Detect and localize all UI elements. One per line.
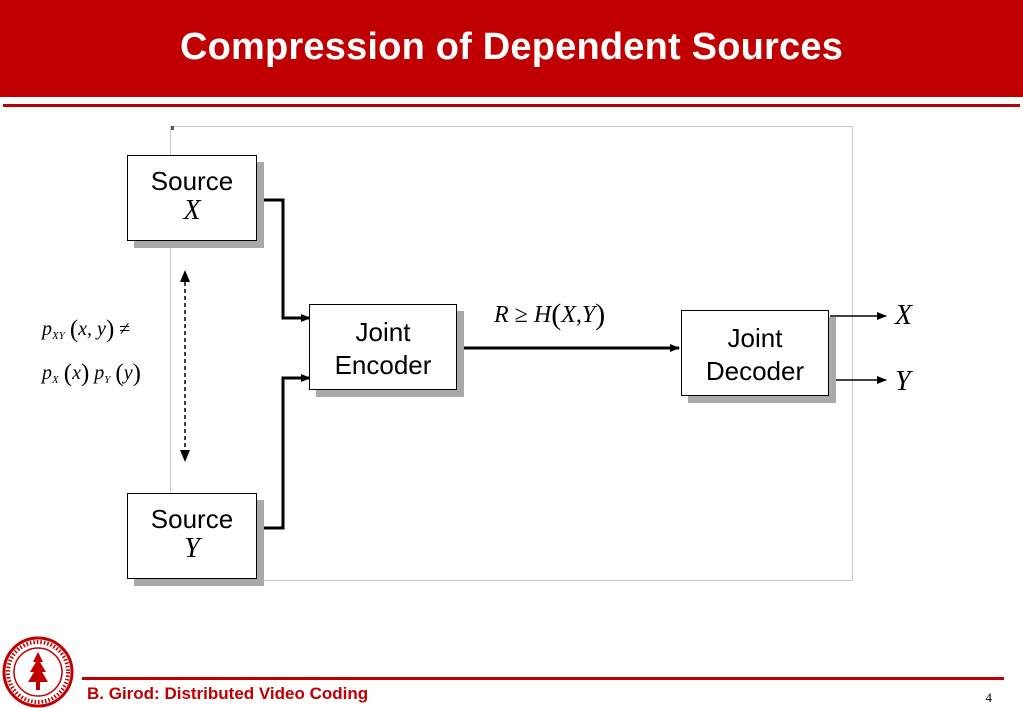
joint-sub: XY [52,330,65,342]
frame-corner-mark [171,126,174,130]
output-x-label: X [895,300,913,331]
page-number: 4 [985,690,993,705]
px-p: p [42,362,52,384]
joint-pmf-label: pXY (x, y) ≠ [42,316,131,343]
joint-encoder-block: Joint Encoder [309,304,457,390]
rate-args: X,Y [561,302,596,328]
source-x-label: Source [150,166,234,196]
source-y-symbol: Y [184,533,200,564]
encoder-line1: Joint [355,317,411,347]
py-arg: y [123,362,133,384]
wire-source-x-to-encoder [258,198,311,322]
output-y-label: Y [895,366,911,397]
title-bar: Compression of Dependent Sources [0,0,1023,104]
joint-p: p [42,318,52,340]
diagram-frame [170,126,853,581]
wire-source-y-to-encoder [258,374,311,530]
slide-title: Compression of Dependent Sources [179,26,844,68]
rate-fn: H [533,302,552,328]
dependence-arrowhead-up [180,270,190,282]
marginal-product-label: pX (x) pY (y) [42,360,141,387]
neq-sign: ≠ [119,318,131,340]
px-sub: X [52,374,59,386]
footer-rule [82,677,1004,680]
rate-lhs: R [494,302,509,328]
decoder-line2: Decoder [705,356,805,386]
rate-bound: R ≥ H(X,Y) [494,298,606,331]
title-rule [0,97,1023,101]
source-x-symbol: X [183,195,201,226]
py-sub: Y [104,374,111,386]
px-arg: x [72,362,81,384]
source-x-block: Source X [127,155,257,241]
source-y-block: Source Y [127,493,257,579]
joint-args: x, y [78,318,106,340]
source-y-label: Source [150,504,234,534]
footer-text: B. Girod: Distributed Video Coding [87,684,369,703]
decoder-line1: Joint [727,323,783,353]
encoder-line2: Encoder [334,350,432,380]
rate-rel: ≥ [514,302,528,328]
joint-decoder-block: Joint Decoder [681,310,829,396]
dependence-arrowhead-down [180,450,190,462]
stanford-seal-icon [2,636,74,708]
py-p: p [94,362,105,384]
